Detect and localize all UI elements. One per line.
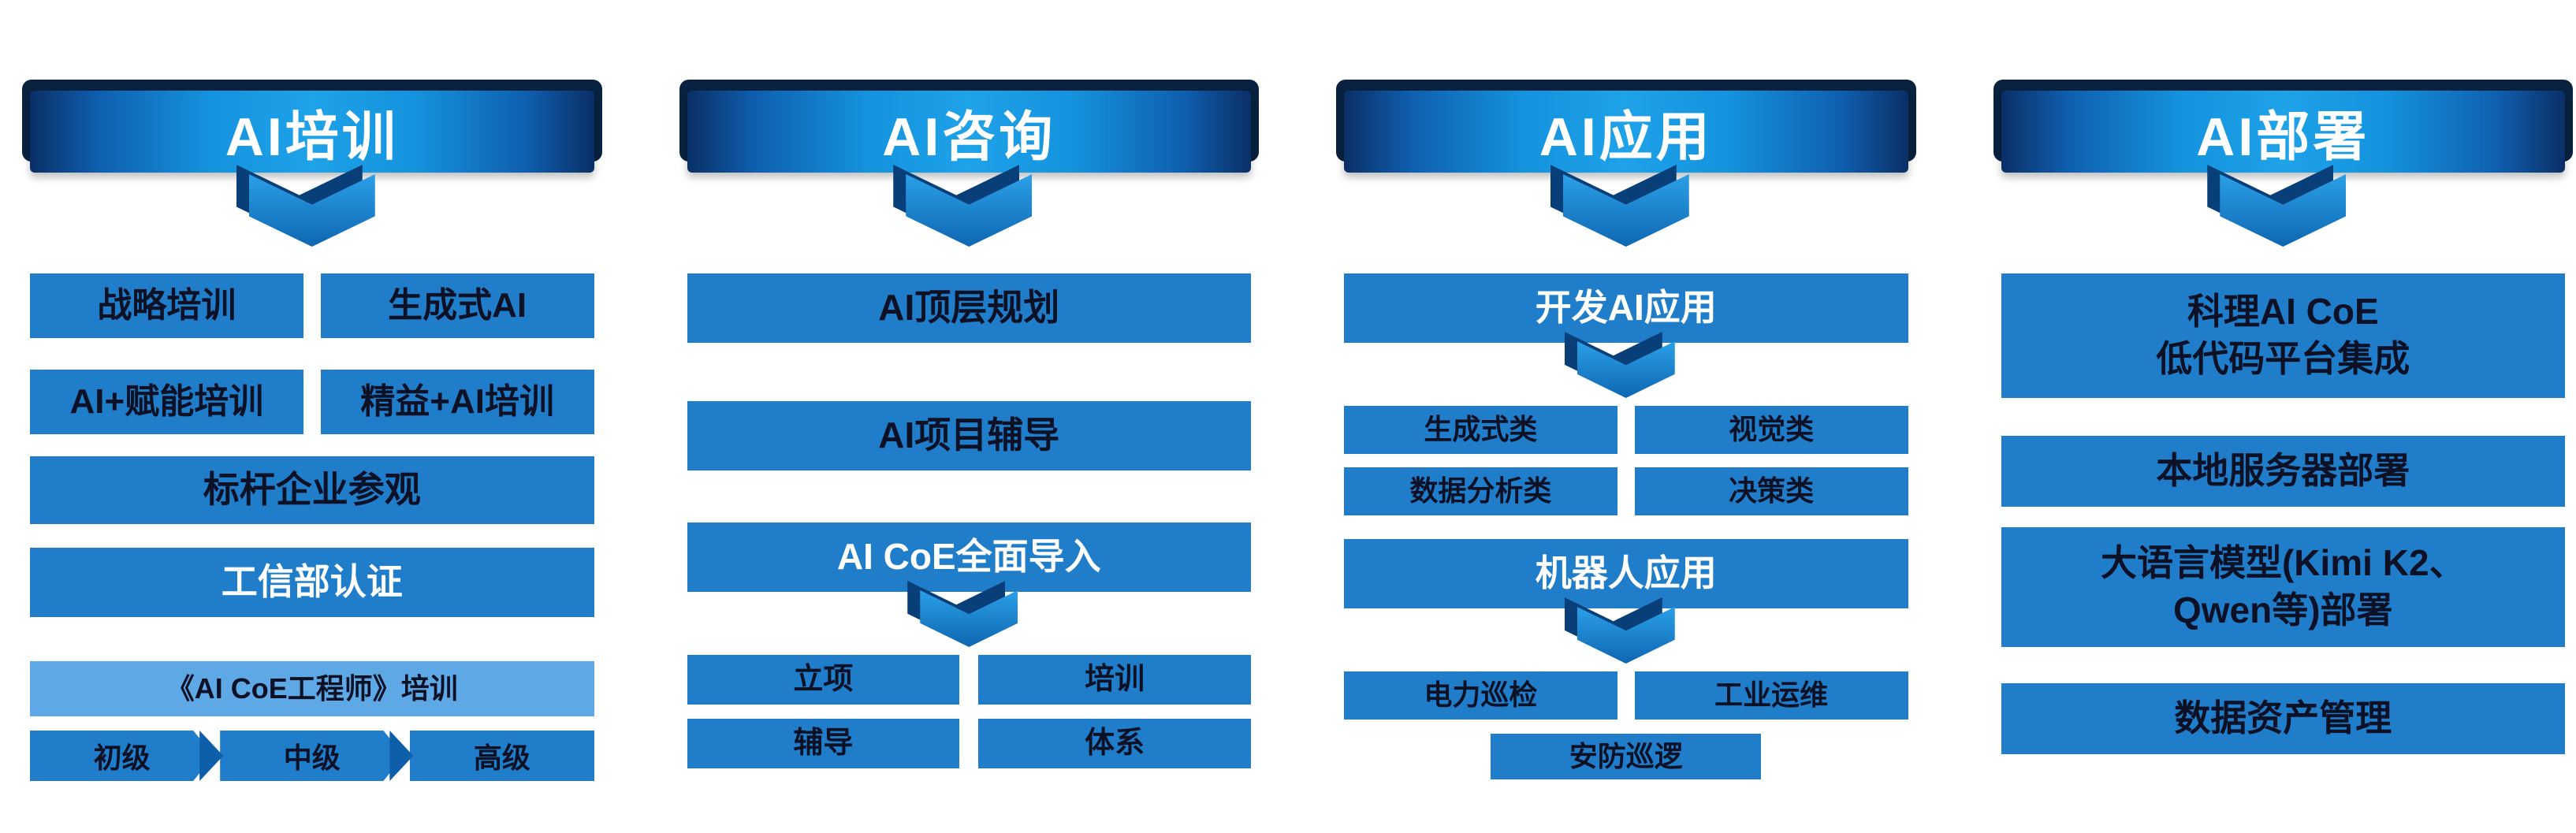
level-junior: 初级 (30, 731, 214, 781)
box-industrial-ops: 工业运维 (1634, 671, 1908, 720)
certification-levels: 初级 中级 高级 (30, 731, 594, 781)
box-ai-top-level-planning: AI顶层规划 (687, 273, 1251, 343)
down-arrow-front-icon (2220, 174, 2347, 247)
box-strategic-training: 战略培训 (30, 273, 303, 338)
box-robot-apps: 机器人应用 (1344, 539, 1908, 608)
box-data-analysis-type: 数据分析类 (1344, 467, 1617, 515)
column-title: AI应用 (1539, 106, 1713, 167)
down-arrow-front-icon (248, 174, 375, 247)
down-arrow-icon (1550, 165, 1689, 247)
box-llm-deployment: 大语言模型(Kimi K2、 Qwen等)部署 (2001, 527, 2565, 647)
level-senior: 高级 (410, 731, 594, 781)
box-system: 体系 (978, 719, 1251, 768)
column-ai-consulting: AI咨询 AI顶层规划 AI项目辅导 AI CoE全面导入 立项 培训 辅导 体… (679, 80, 1259, 833)
box-training: 培训 (978, 655, 1251, 705)
box-lean-ai-training: 精益+AI培训 (320, 370, 594, 434)
down-arrow-front-icon (1562, 174, 1689, 247)
box-vision-type: 视觉类 (1634, 406, 1908, 454)
adoption-grid-row-1: 立项 培训 (687, 655, 1251, 705)
down-arrow-icon (236, 165, 375, 247)
box-generative-ai: 生成式AI (320, 273, 594, 338)
column-ai-application: AI应用 开发AI应用 生成式类 视觉类 数据分析类 决策类 机器人应用 电力巡… (1336, 80, 1916, 833)
box-decision-type: 决策类 (1634, 467, 1908, 515)
column-title: AI部署 (2196, 106, 2370, 167)
training-row-2: AI+赋能培训 精益+AI培训 (30, 370, 594, 434)
banner-front: AI应用 (1344, 91, 1908, 173)
box-ai-project-coaching: AI项目辅导 (687, 401, 1251, 470)
box-project-initiation: 立项 (687, 655, 960, 705)
box-local-server-deployment: 本地服务器部署 (2001, 436, 2565, 507)
banner-ai-deployment: AI部署 (1993, 80, 2573, 173)
banner-ai-application: AI应用 (1336, 80, 1916, 173)
box-ai-coe-full-adoption: AI CoE全面导入 (687, 522, 1251, 592)
down-arrow-icon (1564, 597, 1675, 664)
column-title: AI咨询 (882, 106, 1056, 167)
column-ai-training: AI培训 战略培训 生成式AI AI+赋能培训 精益+AI培训 标杆企业参观 工… (22, 80, 602, 833)
level-intermediate: 中级 (220, 731, 404, 781)
down-arrow-icon (1564, 332, 1675, 398)
box-ai-empowerment-training: AI+赋能培训 (30, 370, 303, 434)
down-arrow-icon (893, 165, 1033, 247)
banner-ai-training: AI培训 (22, 80, 602, 173)
down-arrow-icon (2207, 165, 2347, 247)
box-power-inspection: 电力巡检 (1344, 671, 1617, 720)
box-benchmark-visit: 标杆企业参观 (30, 456, 594, 524)
banner-ai-consulting: AI咨询 (679, 80, 1259, 173)
banner-front: AI咨询 (687, 91, 1251, 173)
column-title: AI培训 (225, 106, 399, 167)
box-security-patrol: 安防巡逻 (1491, 734, 1762, 779)
box-ai-coe-engineer-training: 《AI CoE工程师》培训 (30, 661, 594, 716)
box-data-asset-management: 数据资产管理 (2001, 683, 2565, 754)
down-arrow-icon (907, 581, 1018, 647)
adoption-grid-row-2: 辅导 体系 (687, 719, 1251, 768)
app-types-row-1: 生成式类 视觉类 (1344, 406, 1908, 454)
box-develop-ai-apps: 开发AI应用 (1344, 273, 1908, 343)
banner-front: AI培训 (30, 91, 594, 173)
robot-types-row: 电力巡检 工业运维 (1344, 671, 1908, 720)
arrow-right-icon (199, 731, 224, 781)
app-types-row-2: 数据分析类 决策类 (1344, 467, 1908, 515)
training-row-1: 战略培训 生成式AI (30, 273, 594, 338)
box-miit-certification: 工信部认证 (30, 548, 594, 617)
column-ai-deployment: AI部署 科理AI CoE 低代码平台集成 本地服务器部署 大语言模型(Kimi… (1993, 80, 2573, 833)
box-coaching: 辅导 (687, 719, 960, 768)
down-arrow-front-icon (906, 174, 1033, 247)
box-keli-ai-coe-lowcode-platform: 科理AI CoE 低代码平台集成 (2001, 273, 2565, 398)
box-generative-type: 生成式类 (1344, 406, 1617, 454)
banner-front: AI部署 (2001, 91, 2565, 173)
